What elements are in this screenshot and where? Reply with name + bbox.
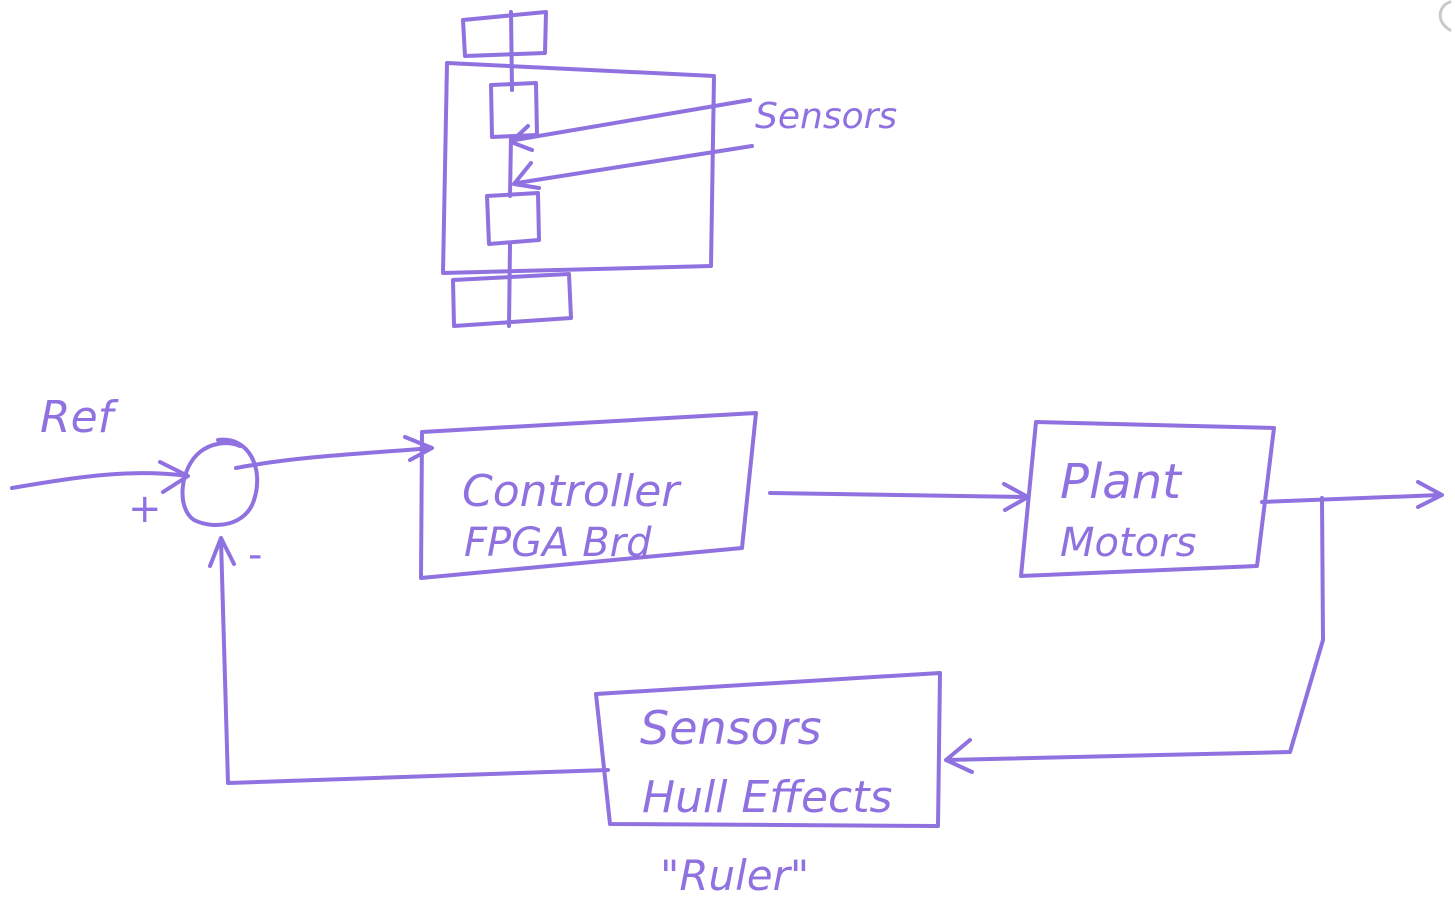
sketch-upper-pointer-arrow: [509, 98, 752, 152]
sketch-top-block: [461, 10, 548, 58]
sensors-subtitle: Hull Effects: [642, 772, 892, 823]
sensors-box: [594, 671, 942, 828]
controller-box: [419, 411, 758, 580]
sketch-lower-sensor-box: [485, 191, 541, 246]
plant-title: Plant: [1060, 454, 1183, 510]
plant-output-arrow: [1260, 480, 1444, 509]
minus-sign: -: [248, 532, 262, 578]
sensors-to-junction-path: [208, 536, 610, 785]
plus-sign: +: [128, 486, 162, 532]
plant-subtitle: Motors: [1060, 520, 1196, 566]
summing-junction: [180, 437, 260, 528]
sensors-note: "Ruler": [660, 851, 809, 900]
sketch-lower-pointer-arrow: [512, 144, 754, 190]
controller-to-plant-arrow: [768, 482, 1030, 512]
junction-to-controller-arrow: [234, 435, 434, 470]
controller-block: Controller FPGA Brd: [419, 411, 758, 580]
sensors-title: Sensors: [640, 701, 822, 755]
ref-label: Ref: [40, 392, 120, 443]
sketch-housing: [441, 61, 716, 275]
plant-block: Plant Motors: [1019, 420, 1276, 578]
ref-input-arrow: [10, 460, 190, 494]
output-to-sensors-path: [944, 496, 1325, 774]
sketch-shaft: [507, 10, 514, 328]
controller-title: Controller: [462, 466, 682, 517]
sketch-bottom-block: [451, 272, 573, 328]
corner-mark: [1438, 0, 1452, 32]
sketch-sensors-label: Sensors: [755, 96, 897, 137]
sketch-upper-sensor-box: [489, 81, 539, 139]
controller-subtitle: FPGA Brd: [464, 520, 652, 566]
plant-box: [1019, 420, 1276, 578]
feedback-loop-lines: [10, 435, 1444, 785]
actuator-sketch: [441, 10, 754, 328]
sensors-block: Sensors Hull Effects "Ruler": [594, 671, 942, 900]
